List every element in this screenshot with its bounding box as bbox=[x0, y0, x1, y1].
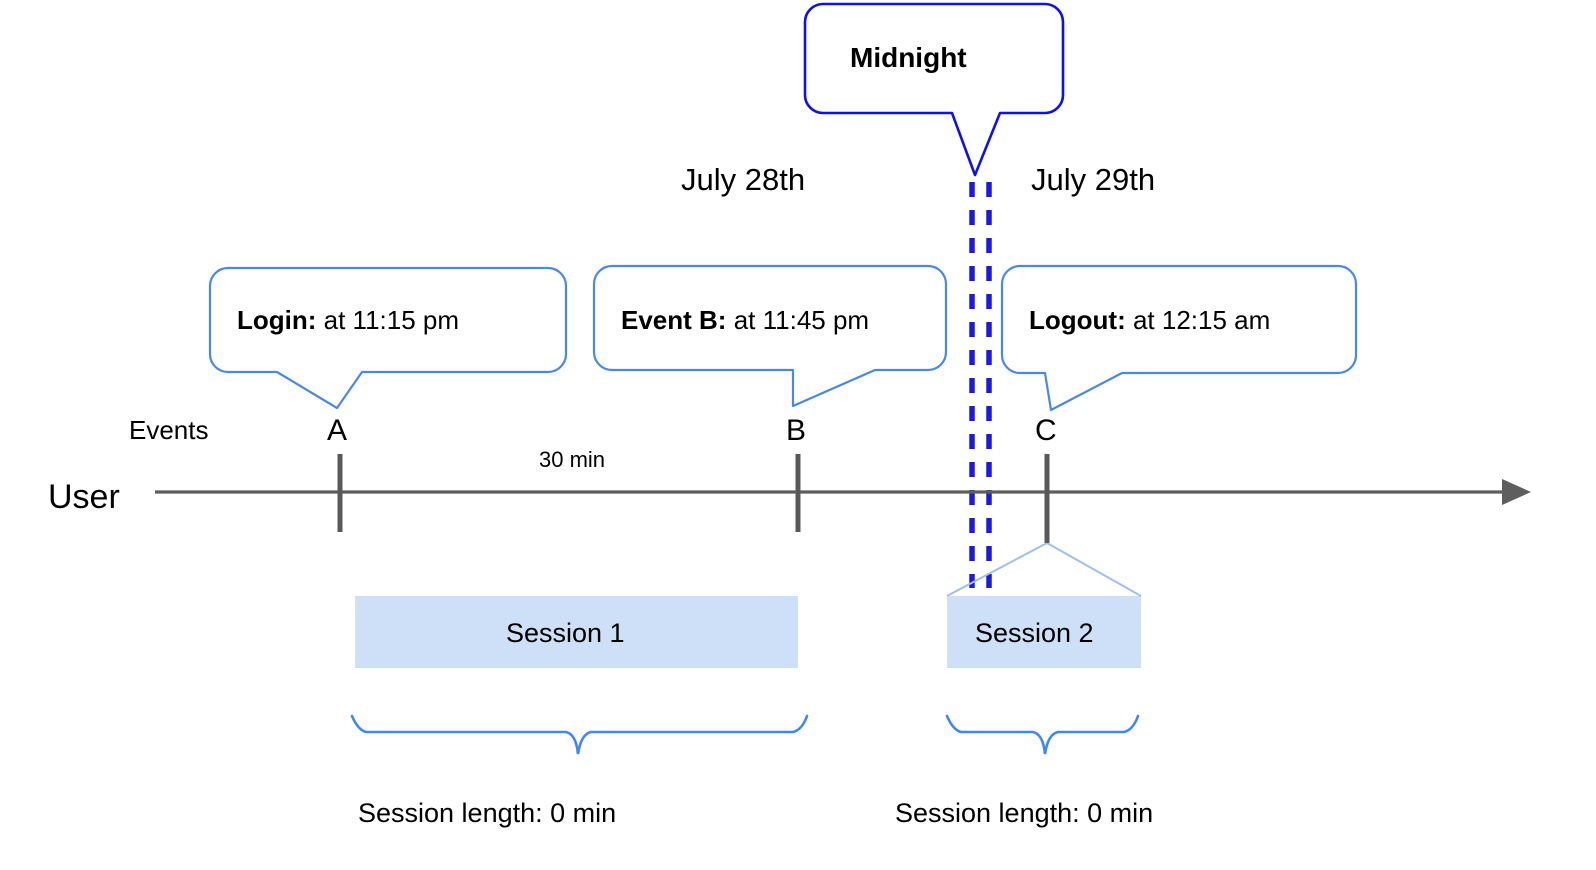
tick-label-c: C bbox=[1035, 414, 1057, 447]
login-callout-shape bbox=[208, 266, 568, 410]
axis-arrowhead-icon bbox=[1502, 479, 1531, 505]
axis-row-label-events: Events bbox=[129, 415, 209, 445]
session-1-brace bbox=[350, 714, 809, 755]
session-1-length-label: Session length: 0 min bbox=[358, 798, 617, 828]
callout-event-b-text: Event B: at 11:45 pm bbox=[621, 305, 869, 336]
callout-event-b-rest: at 11:45 pm bbox=[726, 305, 870, 335]
callout-login-lead: Login: bbox=[237, 305, 317, 335]
tent-line-right bbox=[1046, 542, 1142, 597]
session-2-length-label: Session length: 0 min bbox=[895, 798, 1154, 828]
session-1-bar bbox=[355, 596, 798, 668]
session-2-brace bbox=[945, 714, 1140, 755]
session-2-label: Session 2 bbox=[975, 618, 1094, 648]
callout-login-text: Login: at 11:15 pm bbox=[237, 305, 459, 336]
tick-label-b: B bbox=[786, 414, 807, 447]
callout-logout-lead: Logout: bbox=[1029, 305, 1126, 335]
session-2-bar bbox=[947, 596, 1141, 668]
callout-event-b-lead: Event B: bbox=[621, 305, 727, 335]
duration-label-30-min: 30 min bbox=[539, 447, 606, 472]
tick-label-a: A bbox=[327, 414, 348, 447]
event-b-bubble bbox=[592, 264, 948, 408]
date-july-28-label: July 28th bbox=[681, 162, 806, 197]
midnight-callout-shape bbox=[803, 2, 1065, 177]
axis-row-label-user: User bbox=[48, 478, 120, 516]
callout-logout-rest: at 12:15 am bbox=[1125, 305, 1271, 335]
session-1-label: Session 1 bbox=[506, 618, 625, 648]
midnight-bubble bbox=[803, 2, 1065, 177]
callout-logout-text: Logout: at 12:15 am bbox=[1029, 305, 1270, 336]
logout-callout-shape bbox=[1000, 264, 1358, 412]
session-2-tent-lines bbox=[946, 542, 1142, 597]
timeline-axis bbox=[155, 479, 1531, 505]
event-b-callout-shape bbox=[592, 264, 948, 408]
date-july-29-label: July 29th bbox=[1031, 162, 1156, 197]
midnight-label: Midnight bbox=[850, 42, 967, 73]
login-bubble bbox=[208, 266, 568, 410]
midnight-dashed-lines bbox=[969, 182, 992, 588]
tent-line-left bbox=[946, 542, 1048, 597]
logout-bubble bbox=[1000, 264, 1358, 412]
callout-login-rest: at 11:15 pm bbox=[316, 305, 460, 335]
